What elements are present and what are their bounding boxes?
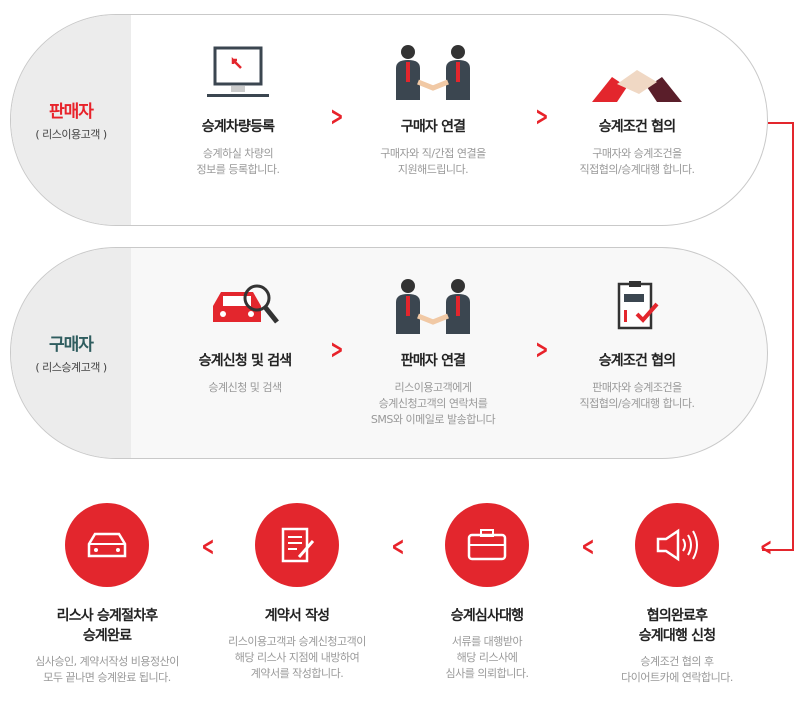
buyer-subtitle: ( 리스승계고객 ) <box>35 361 107 374</box>
connector-line <box>792 122 794 551</box>
buyer-role: 구매자 ( 리스승계고객 ) <box>11 330 131 375</box>
seller-title: 판매자 <box>49 102 94 122</box>
seller-role: 판매자 ( 리스이용고객 ) <box>11 97 131 142</box>
handshake-people-icon <box>333 276 533 336</box>
connector-line <box>768 122 794 124</box>
chevron-right-icon: > <box>535 335 549 365</box>
chevron-right-icon: > <box>330 102 344 132</box>
seller-subtitle: ( 리스이용고객 ) <box>35 128 107 141</box>
step-title: 승계조건 협의 <box>598 353 676 369</box>
speaker-icon <box>635 503 719 587</box>
chevron-left-icon: < <box>581 532 595 562</box>
step-title: 판매자 연결 <box>400 353 466 369</box>
buyer-step-search: 승계신청 및 검색 승계신청 및 검색 <box>145 276 345 396</box>
seller-row: 판매자 ( 리스이용고객 ) <box>10 14 768 226</box>
chevron-left-icon: < <box>201 532 215 562</box>
buyer-title: 구매자 <box>49 335 94 355</box>
step-title: 승계신청 및 검색 <box>198 353 293 369</box>
arrow-left-icon: < <box>760 533 773 561</box>
handshake-icon <box>537 42 737 102</box>
handshake-people-icon <box>333 42 533 102</box>
connector-line <box>762 549 794 551</box>
seller-side <box>11 15 131 225</box>
checklist-icon <box>537 276 737 336</box>
step-title: 승계조건 협의 <box>598 119 676 135</box>
monitor-cursor-icon <box>138 42 338 102</box>
buyer-row: 구매자 ( 리스승계고객 ) <box>10 247 768 459</box>
chevron-right-icon: > <box>535 102 549 132</box>
step-title: 승계차량등록 <box>201 119 275 135</box>
step-title: 계약서 작성 <box>264 608 330 624</box>
car-search-icon <box>145 276 345 336</box>
step-desc: 승계신청 및 검색 <box>208 381 282 394</box>
chevron-left-icon: < <box>391 532 405 562</box>
step-title: 승계심사대행 <box>450 608 524 624</box>
briefcase-icon <box>445 503 529 587</box>
chevron-right-icon: > <box>330 335 344 365</box>
step-title: 구매자 연결 <box>400 119 466 135</box>
car-icon <box>65 503 149 587</box>
buyer-side <box>11 248 131 458</box>
contract-icon <box>255 503 339 587</box>
